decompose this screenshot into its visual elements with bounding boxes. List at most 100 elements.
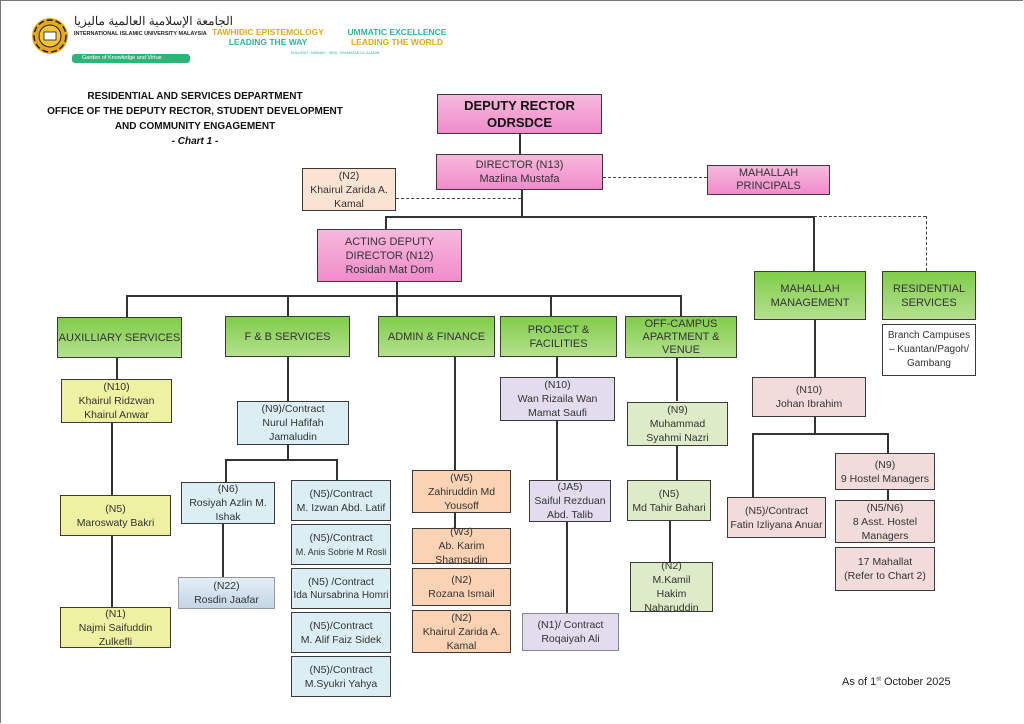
- title-line2: OFFICE OF THE DEPUTY RECTOR, STUDENT DEV…: [47, 106, 343, 117]
- connector-line: [519, 133, 521, 154]
- node-mahallah-management[interactable]: MAHALLAH MANAGEMENT: [754, 271, 866, 320]
- staff-box[interactable]: (N10) Wan Rizaila Wan Mamat Saufi: [500, 377, 615, 421]
- staff-box[interactable]: (N22) Rosdin Jaafar: [178, 577, 275, 609]
- staff-box[interactable]: (N5)/Contract M. Anis Sobrie M Rosli: [291, 524, 391, 565]
- staff-name: Rosiyah Azlin M. Ishak: [189, 497, 267, 523]
- secretary-grade: (N2): [338, 169, 360, 182]
- mahallat-count: 17 Mahallat: [857, 556, 913, 568]
- staff-grade: (N10): [544, 379, 571, 391]
- tagline-right: UMMATIC EXCELLENCE LEADING THE WORLD: [336, 27, 458, 47]
- staff-grade: (W3): [450, 526, 473, 538]
- staff-box[interactable]: (N2) Rozana Ismail: [412, 568, 511, 606]
- staff-box[interactable]: (N1)/ Contract Roqaiyah Ali: [522, 613, 619, 651]
- deputy-rector-office: ODRSDCE: [486, 115, 552, 130]
- staff-box[interactable]: (N9) Muhammad Syahmi Nazri: [627, 402, 728, 446]
- mahallat-reference: (Refer to Chart 2): [844, 570, 926, 582]
- staff-box[interactable]: (N2) Khairul Zarida A. Kamal: [412, 610, 511, 653]
- staff-grade: (N10): [103, 381, 130, 393]
- unit-admin-finance[interactable]: ADMIN & FINANCE: [378, 316, 495, 357]
- tagline-right-line2: LEADING THE WORLD: [350, 37, 444, 47]
- staff-box[interactable]: (N6) Rosiyah Azlin M. Ishak: [181, 482, 275, 524]
- connector-line: [814, 320, 816, 377]
- director-name: Mazlina Mustafa: [479, 173, 560, 185]
- chart-title: RESIDENTIAL AND SERVICES DEPARTMENT OFFI…: [30, 89, 360, 149]
- dashed-connector: [814, 216, 926, 217]
- staff-grade: (N5): [658, 487, 680, 500]
- staff-box[interactable]: (N10) Khairul Ridzwan Khairul Anwar: [61, 379, 172, 423]
- connector-line: [676, 358, 678, 401]
- unit-auxiliary-label: AUXILLIARY SERVICES: [58, 331, 181, 344]
- staff-grade: (N5)/Contract: [309, 619, 373, 632]
- tagline-left-line1: TAWHIDIC EPISTEMOLOGY: [212, 27, 324, 37]
- unit-offcampus[interactable]: OFF-CAMPUS APARTMENT & VENUE: [625, 316, 737, 358]
- connector-line: [336, 459, 338, 482]
- node-residential-services[interactable]: RESIDENTIAL SERVICES: [882, 271, 976, 320]
- connector-line: [385, 216, 814, 218]
- connector-line: [676, 445, 678, 480]
- staff-grade: (N9): [874, 458, 896, 471]
- dashed-connector: [926, 216, 927, 271]
- unit-auxiliary-services[interactable]: AUXILLIARY SERVICES: [57, 317, 182, 358]
- connector-line: [669, 521, 671, 563]
- mahallah-management-label: MAHALLAH MANAGEMENT: [770, 282, 850, 309]
- staff-box[interactable]: (N9) 9 Hostel Managers: [835, 453, 935, 490]
- title-line1: RESIDENTIAL AND SERVICES DEPARTMENT: [87, 91, 303, 102]
- title-line4: - Chart 1 -: [171, 136, 219, 147]
- staff-box[interactable]: (N9)/Contract Nurul Hafifah Jamaludin: [237, 401, 349, 445]
- staff-box[interactable]: (W3) Ab. Karim Shamsudin: [412, 526, 511, 566]
- connector-line: [680, 295, 682, 317]
- staff-box[interactable]: (N1) Najmi Saifuddin Zulkefli: [60, 607, 171, 648]
- unit-admin-label: ADMIN & FINANCE: [387, 330, 486, 343]
- connector-line: [813, 216, 815, 271]
- connector-line: [396, 279, 398, 295]
- staff-name: Wan Rizaila Wan Mamat Saufi: [517, 393, 598, 419]
- staff-name: 8 Asst. Hostel Managers: [852, 515, 918, 542]
- connector-line: [566, 521, 568, 613]
- mahallah-principals-line2: PRINCIPALS: [736, 180, 801, 192]
- unit-project-facilities[interactable]: PROJECT & FACILITIES: [500, 316, 617, 357]
- staff-box[interactable]: (N5) /Contract Ida Nursabrina Homri: [291, 568, 391, 609]
- node-mahallat[interactable]: 17 Mahallat (Refer to Chart 2): [835, 547, 935, 591]
- staff-box[interactable]: (N5)/Contract Fatin Izliyana Anuar: [727, 497, 826, 538]
- staff-name: Fatin Izliyana Anuar: [730, 518, 823, 531]
- staff-box[interactable]: (N2) M.Kamil Hakim Naharuddin: [630, 560, 713, 614]
- staff-grade: (W5): [450, 471, 473, 484]
- staff-grade: (N5)/Contract: [309, 663, 373, 676]
- staff-name: Saiful Rezduan Abd. Talib: [534, 495, 606, 521]
- staff-grade: (N5): [105, 502, 126, 515]
- acting-deputy-name: Rosidah Mat Dom: [345, 263, 434, 276]
- dashed-connector: [603, 177, 707, 178]
- staff-box[interactable]: (N5) Maroswaty Bakri: [60, 495, 171, 536]
- node-secretary[interactable]: (N2) Khairul Zarida A. Kamal: [302, 168, 396, 211]
- iium-logo: الجامعة الإسلامية العالمية ماليزيا INTER…: [28, 14, 233, 66]
- connector-line: [550, 295, 552, 317]
- connector-line: [814, 417, 816, 434]
- staff-box[interactable]: (N5) Md Tahir Bahari: [627, 480, 711, 521]
- as-of-date: As of 1st October 2025: [842, 676, 951, 688]
- staff-box[interactable]: (N5)/Contract M. Alif Faiz Sidek: [291, 612, 391, 653]
- staff-grade: (N22): [213, 580, 240, 592]
- staff-grade: (N6): [217, 483, 239, 495]
- node-branch-campuses[interactable]: Branch Campuses – Kuantan/Pagoh/ Gambang: [882, 324, 976, 376]
- staff-box[interactable]: (N10) Johan Ibrahim: [752, 377, 866, 417]
- staff-grade: (N9): [667, 404, 688, 416]
- staff-name: Zahiruddin Md Yousoff: [427, 485, 496, 512]
- staff-grade: (N9)/Contract: [261, 403, 325, 415]
- staff-name: Rosdin Jaafar: [194, 594, 259, 606]
- node-director[interactable]: DIRECTOR (N13) Mazlina Mustafa: [436, 154, 603, 190]
- staff-box[interactable]: (W5) Zahiruddin Md Yousoff: [412, 470, 511, 513]
- staff-grade: (N2): [451, 611, 472, 624]
- staff-box[interactable]: (N5/N6) 8 Asst. Hostel Managers: [835, 500, 935, 543]
- staff-box[interactable]: (JA5) Saiful Rezduan Abd. Talib: [529, 480, 611, 522]
- node-mahallah-principals[interactable]: MAHALLAH PRINCIPALS: [707, 165, 830, 195]
- node-deputy-rector[interactable]: DEPUTY RECTOR ODRSDCE: [437, 94, 602, 134]
- staff-name: Muhammad Syahmi Nazri: [646, 418, 709, 444]
- unit-fnb-services[interactable]: F & B SERVICES: [225, 316, 350, 357]
- staff-box[interactable]: (N5)/Contract M. Izwan Abd. Latif: [291, 480, 391, 521]
- staff-box[interactable]: (N5)/Contract M.Syukri Yahya: [291, 656, 391, 697]
- staff-grade: (N5)/Contract: [309, 531, 373, 544]
- university-name-english: INTERNATIONAL ISLAMIC UNIVERSITY MALAYSI…: [74, 31, 207, 37]
- node-acting-deputy-director[interactable]: ACTING DEPUTY DIRECTOR (N12) Rosidah Mat…: [317, 229, 462, 282]
- staff-grade: (N2): [451, 574, 472, 586]
